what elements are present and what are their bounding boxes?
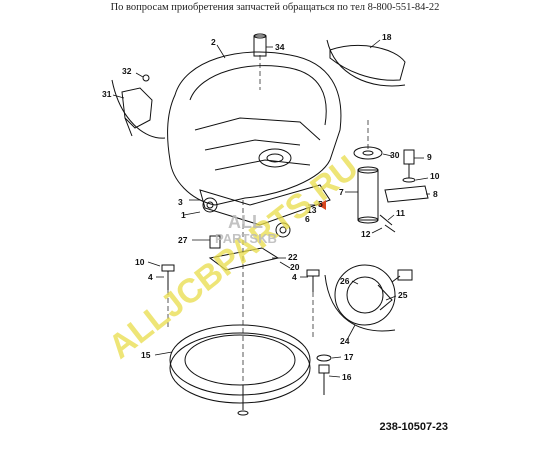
callout-10-left: 10: [135, 257, 145, 267]
plate-18: [329, 45, 406, 81]
callout-4-right: 4: [292, 272, 297, 282]
upper-frame: [167, 51, 342, 206]
callout-13: 13: [307, 205, 317, 215]
callout-15: 15: [141, 350, 151, 360]
callout-25: 25: [398, 290, 408, 300]
logo-top-text: ALL: [228, 212, 263, 232]
callout-8: 8: [433, 189, 438, 199]
callout-27: 27: [178, 235, 188, 245]
callout-20: 20: [290, 262, 300, 272]
callout-22: 22: [288, 252, 298, 262]
callout-30: 30: [390, 150, 400, 160]
header-text: По вопросам приобретения запчастей обращ…: [110, 2, 440, 13]
slew-ring: [169, 324, 311, 396]
logo-bottom-text: PARTSKB: [215, 231, 277, 246]
callout-9: 9: [427, 152, 432, 162]
callout-6: 6: [305, 214, 310, 224]
callout-31: 31: [102, 89, 112, 99]
callout-7: 7: [339, 187, 344, 197]
callout-11: 11: [396, 208, 405, 218]
callout-12: 12: [361, 229, 371, 239]
callout-18: 18: [382, 32, 392, 42]
callout-34: 34: [275, 42, 285, 52]
callout-17: 17: [344, 352, 354, 362]
diagram-code: 238-10507-23: [379, 421, 448, 433]
callout-1: 1: [181, 210, 186, 220]
callout-4-left: 4: [148, 272, 153, 282]
callout-24: 24: [340, 336, 350, 346]
marker-13: [318, 200, 326, 210]
callout-10-right: 10: [430, 171, 440, 181]
callout-26: 26: [340, 276, 350, 286]
callout-16: 16: [342, 372, 352, 382]
callout-3: 3: [178, 197, 183, 207]
callout-5: 5: [318, 199, 323, 209]
callout-2: 2: [211, 37, 216, 47]
callout-32: 32: [122, 66, 132, 76]
